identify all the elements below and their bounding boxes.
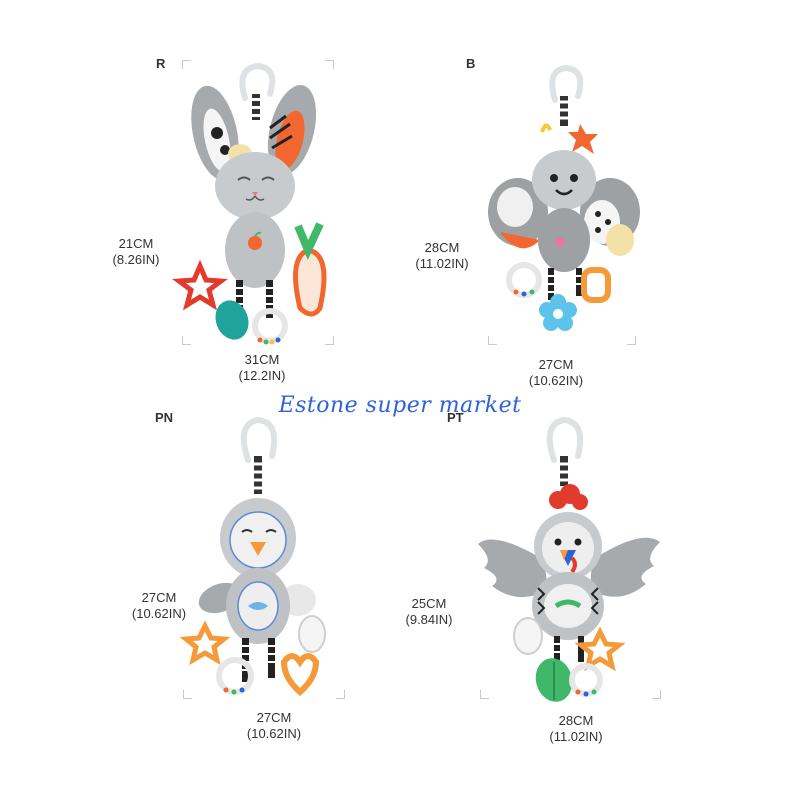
frame-corner: [183, 690, 192, 699]
height-in: (9.84IN): [405, 612, 453, 627]
height-cm: 25CM: [411, 596, 447, 611]
height-dimension: 27CM (10.62IN): [122, 590, 196, 622]
width-cm: 31CM: [244, 352, 280, 367]
frame-corner: [325, 60, 334, 69]
watermark-text: Estone super market: [278, 393, 522, 418]
height-dimension: 28CM (11.02IN): [404, 240, 480, 272]
width-cm: 28CM: [558, 713, 594, 728]
height-dimension: 21CM (8.26IN): [100, 236, 172, 268]
height-dimension: 25CM (9.84IN): [394, 596, 464, 628]
rooster-toy: [478, 416, 660, 702]
width-in: (10.62IN): [528, 373, 584, 388]
width-in: (10.62IN): [246, 726, 302, 741]
product-code-label: R: [156, 56, 166, 71]
width-dimension: 27CM (10.62IN): [234, 710, 314, 742]
height-in: (8.26IN): [112, 252, 160, 267]
bee-toy: [488, 64, 640, 331]
product-code-label: PT: [447, 410, 464, 425]
height-cm: 21CM: [118, 236, 154, 251]
frame-corner: [627, 336, 636, 345]
frame-corner: [182, 336, 191, 345]
product-code-label: B: [466, 56, 476, 71]
width-dimension: 31CM (12.2IN): [222, 352, 302, 384]
height-in: (11.02IN): [415, 256, 469, 271]
frame-corner: [336, 690, 345, 699]
width-dimension: 27CM (10.62IN): [516, 357, 596, 389]
height-cm: 28CM: [424, 240, 460, 255]
frame-corner: [488, 336, 497, 345]
frame-corner: [480, 690, 489, 699]
penguin-toy: [180, 416, 326, 696]
width-cm: 27CM: [538, 357, 574, 372]
frame-corner: [652, 690, 661, 699]
bunny-toy: [172, 62, 327, 345]
height-cm: 27CM: [141, 590, 177, 605]
product-code-label: PN: [155, 410, 174, 425]
width-in: (12.2IN): [238, 368, 286, 383]
width-in: (11.02IN): [549, 729, 603, 744]
width-dimension: 28CM (11.02IN): [536, 713, 616, 745]
frame-corner: [325, 336, 334, 345]
frame-corner: [182, 60, 191, 69]
height-in: (10.62IN): [131, 606, 187, 621]
width-cm: 27CM: [256, 710, 292, 725]
